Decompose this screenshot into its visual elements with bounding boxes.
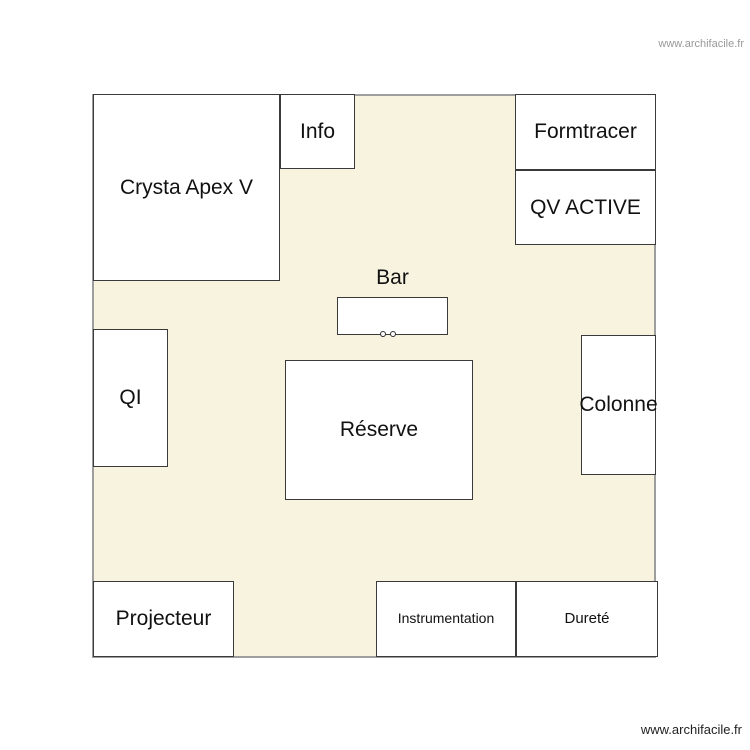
archifacile-watermark-top: www.archifacile.fr (658, 38, 744, 50)
zone-formtracer[interactable]: Formtracer (515, 94, 656, 170)
zone-projecteur[interactable]: Projecteur (93, 581, 234, 657)
zone-qi[interactable]: QI (93, 329, 168, 467)
zone-durete[interactable]: Dureté (516, 581, 658, 657)
zone-instrumentation[interactable]: Instrumentation (376, 581, 516, 657)
zone-label-formtracer: Formtracer (534, 120, 637, 144)
zone-colonne[interactable]: Colonne (579, 335, 658, 475)
zone-qv-active[interactable]: QV ACTIVE (515, 170, 656, 245)
zone-label-qi: QI (119, 386, 142, 410)
zone-bar[interactable] (337, 297, 448, 335)
zone-label-colonne: Colonne (579, 393, 658, 417)
zone-label-qv-active: QV ACTIVE (530, 195, 641, 219)
zone-label-crysta-apex-v: Crysta Apex V (119, 175, 254, 199)
zone-reserve[interactable]: Réserve (285, 360, 473, 500)
zone-label-info: Info (299, 119, 336, 143)
bar-fixture-dot-right (390, 331, 396, 337)
bar-fixture-dot-left (380, 331, 386, 337)
zone-info[interactable]: Info (280, 94, 355, 169)
zone-label-reserve: Réserve (339, 418, 419, 442)
zone-label-projecteur: Projecteur (115, 607, 212, 631)
zone-crysta-apex-v[interactable]: Crysta Apex V (93, 94, 280, 281)
zone-label-durete: Dureté (564, 609, 610, 627)
zone-label-bar: Bar (376, 266, 409, 289)
archifacile-watermark-bottom: www.archifacile.fr (640, 722, 742, 737)
zone-label-instrumentation: Instrumentation (397, 610, 495, 627)
